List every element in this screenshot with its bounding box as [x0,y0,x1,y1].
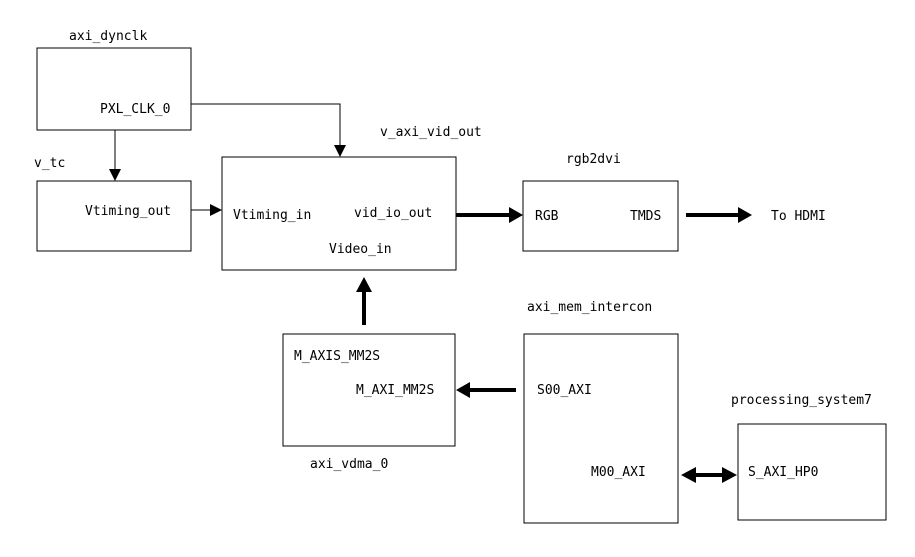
vtiming-connection [191,204,222,216]
v-tc-box [36,180,192,252]
axi-dynclk-box [36,47,192,131]
v-tc-block: v_tc Vtiming_out [34,156,192,252]
axi-vdma-0-block: axi_vdma_0 M_AXIS_MM2S M_AXI_MM2S [282,333,456,472]
axi-vdma-0-title: axi_vdma_0 [310,457,388,472]
s-axi-hp0-port-label: S_AXI_HP0 [748,465,818,480]
axis-to-video-in-connection [356,277,372,325]
tmds-to-hdmi-connection [686,207,752,223]
processing-system7-box [737,423,887,521]
axi-vdma-0-box [282,333,456,447]
vid-io-to-rgb-connection [456,207,523,223]
rgb-port-label: RGB [535,209,559,224]
to-hdmi-label: To HDMI [771,209,826,224]
rgb2dvi-title: rgb2dvi [566,152,621,167]
clk-to-vid-out-connection [191,103,346,157]
m00-hp0-connection [681,467,737,483]
rgb2dvi-block: rgb2dvi RGB TMDS [522,152,679,252]
s00-axi-port-label: S00_AXI [537,383,592,398]
v-axi-vid-out-title: v_axi_vid_out [380,125,482,140]
m-axis-mm2s-port-label: M_AXIS_MM2S [294,349,380,364]
vtiming-in-port-label: Vtiming_in [233,208,311,223]
axi-dynclk-title: axi_dynclk [69,29,147,44]
v-tc-title: v_tc [34,156,65,171]
axi-mem-intercon-box [523,333,679,524]
m-axi-mm2s-port-label: M_AXI_MM2S [356,383,434,398]
axi-mem-intercon-title: axi_mem_intercon [527,300,652,315]
v-axi-vid-out-block: v_axi_vid_out Vtiming_in vid_io_out Vide… [221,125,482,271]
processing-system7-title: processing_system7 [731,393,872,408]
vid-io-out-port-label: vid_io_out [354,206,432,221]
rgb2dvi-box [522,180,679,252]
m00-axi-port-label: M00_AXI [591,465,646,480]
s00-to-m-axi-connection [456,382,516,398]
vtiming-out-port-label: Vtiming_out [85,204,171,219]
processing-system7-block: processing_system7 S_AXI_HP0 [731,393,887,521]
axi-dynclk-block: axi_dynclk PXL_CLK_0 [36,29,192,131]
pxl-clk-port-label: PXL_CLK_0 [100,102,170,117]
tmds-port-label: TMDS [630,209,661,224]
clk-to-vtc-connection [109,130,121,181]
axi-mem-intercon-block: axi_mem_intercon S00_AXI M00_AXI [523,300,679,524]
video-in-port-label: Video_in [329,242,392,257]
